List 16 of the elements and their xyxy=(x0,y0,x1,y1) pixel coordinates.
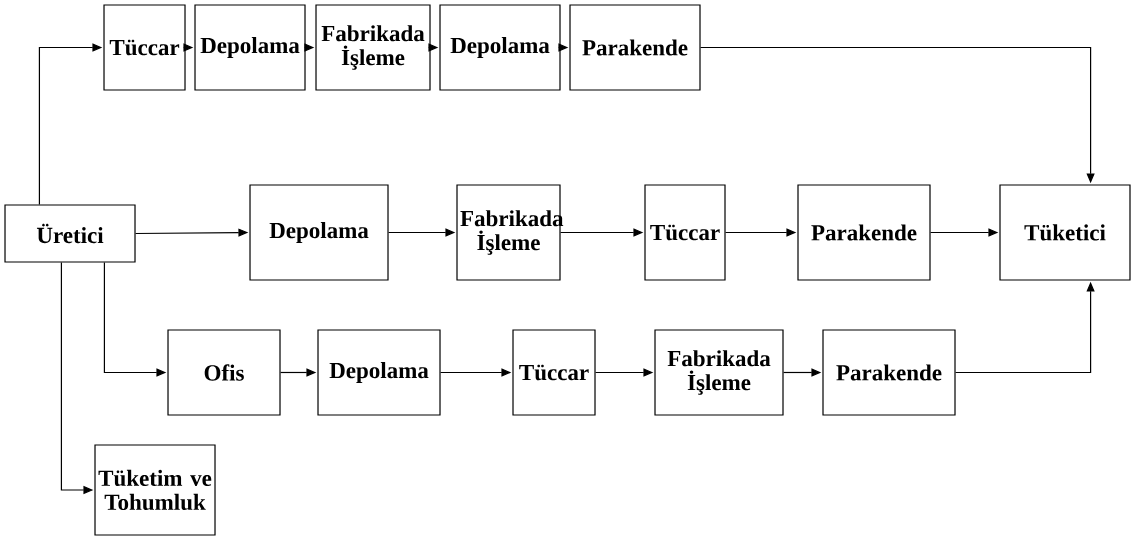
process-box: Tüccar xyxy=(103,4,186,91)
process-box: Fabrikada İşleme xyxy=(315,4,431,91)
process-box: Tüketici xyxy=(999,184,1131,281)
process-box: Parakende xyxy=(569,4,701,91)
process-box: Tüccar xyxy=(512,329,596,416)
process-box: Üretici xyxy=(4,204,136,263)
process-box: Depolama xyxy=(194,4,306,91)
process-box: Depolama xyxy=(439,4,561,91)
process-box: Ofis xyxy=(167,329,281,416)
process-box: Depolama xyxy=(317,329,441,416)
process-box: Fabrikada İşleme xyxy=(654,329,784,416)
process-box: Tüketim ve Tohumluk xyxy=(94,444,216,536)
process-box: Parakende xyxy=(797,184,931,281)
process-box: Depolama xyxy=(249,184,389,281)
process-box: Parakende xyxy=(822,329,956,416)
process-box: Tüccar xyxy=(644,184,726,281)
